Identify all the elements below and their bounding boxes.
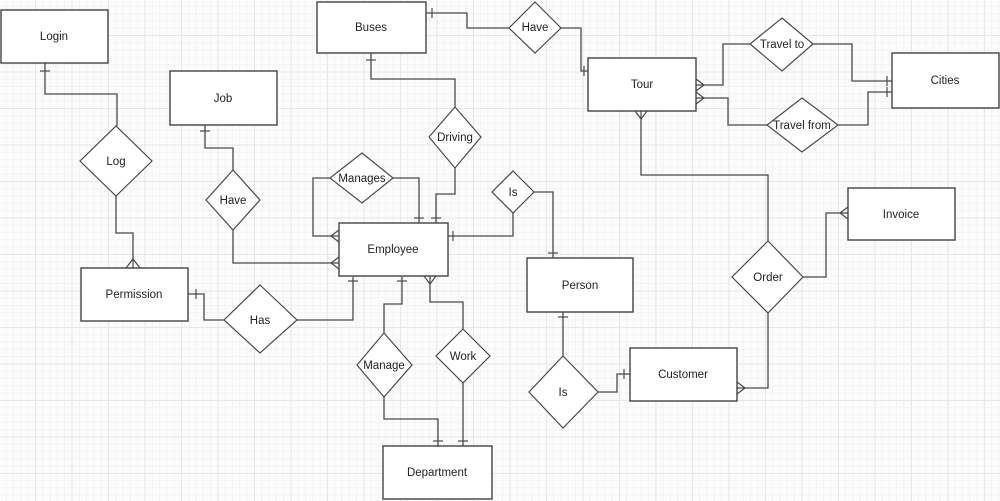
many-marker — [423, 275, 437, 285]
entity-department-label: Department — [407, 467, 468, 479]
relationship-manages[interactable]: Manages — [329, 152, 394, 204]
relationship-log[interactable]: Log — [79, 125, 153, 197]
relationship-manage[interactable]: Manage — [356, 332, 413, 398]
entity-login-label: Login — [40, 31, 68, 43]
relationship-log-label: Log — [106, 156, 125, 168]
relationship-work[interactable]: Work — [435, 328, 491, 384]
edge-travelfrom-cities[interactable] — [838, 91, 892, 126]
many-marker — [695, 78, 705, 92]
relationship-have-tour-label: Have — [522, 22, 549, 34]
many-marker — [634, 110, 648, 120]
edge-employee-work[interactable] — [429, 284, 464, 329]
edge-have-employee[interactable] — [232, 230, 331, 264]
entity-job-label: Job — [214, 93, 233, 105]
many-marker — [695, 91, 705, 105]
edges — [44, 12, 892, 446]
edge-tour-order[interactable] — [640, 119, 769, 241]
entity-cities[interactable]: Cities — [891, 52, 1000, 109]
entity-job[interactable]: Job — [169, 70, 278, 126]
many-marker — [125, 258, 141, 269]
edge-has-employee[interactable] — [297, 277, 354, 321]
relationship-order[interactable]: Order — [731, 240, 804, 314]
cardinality-markers — [40, 8, 888, 442]
edge-buses-driving[interactable] — [370, 53, 456, 107]
entity-person[interactable]: Person — [526, 257, 634, 313]
entity-employee[interactable]: Employee — [338, 222, 449, 277]
edge-permission-has[interactable] — [188, 293, 224, 321]
relationship-has[interactable]: Has — [223, 284, 298, 354]
entity-buses[interactable]: Buses — [316, 1, 427, 54]
entity-tour-label: Tour — [631, 79, 654, 91]
edge-buses-have[interactable] — [426, 12, 509, 29]
relationship-is-person[interactable]: Is — [491, 170, 535, 214]
entity-tour[interactable]: Tour — [587, 57, 697, 112]
entity-buses-label: Buses — [355, 22, 387, 34]
relationship-have-tour[interactable]: Have — [508, 1, 562, 54]
entity-person-label: Person — [562, 280, 598, 292]
edge-have-tour[interactable] — [561, 27, 588, 72]
edge-manages-employee-left[interactable] — [312, 177, 331, 237]
edge-employee-manage[interactable] — [383, 277, 403, 333]
relationship-manages-label: Manages — [338, 173, 386, 185]
edge-driving-employee[interactable] — [435, 168, 456, 223]
entity-customer[interactable]: Customer — [629, 347, 738, 402]
entity-cities-label: Cities — [931, 75, 960, 87]
entity-permission-label: Permission — [106, 289, 163, 301]
edge-travelto-cities[interactable] — [813, 43, 892, 82]
edge-manage-department[interactable] — [383, 397, 439, 446]
entity-invoice[interactable]: Invoice — [847, 187, 956, 241]
edge-tour-travelfrom[interactable] — [704, 97, 767, 126]
relationship-manage-label: Manage — [363, 360, 405, 372]
relationship-order-label: Order — [753, 272, 783, 284]
edge-tour-travelto[interactable] — [704, 43, 750, 86]
relationship-driving-label: Driving — [437, 132, 473, 144]
edge-is-person[interactable] — [534, 191, 554, 258]
relationship-travel-to[interactable]: Travel to — [749, 17, 814, 72]
relationship-travel-from-label: Travel from — [773, 120, 831, 132]
relationship-is-customer[interactable]: Is — [528, 355, 599, 429]
edge-is-customer[interactable] — [598, 373, 630, 393]
many-marker — [330, 229, 340, 243]
relationship-have-job[interactable]: Have — [205, 169, 261, 231]
many-marker — [839, 206, 849, 220]
edge-job-have[interactable] — [204, 125, 234, 170]
many-marker — [330, 256, 340, 270]
entity-customer-label: Customer — [658, 369, 708, 381]
edge-manages-employee-top[interactable] — [393, 177, 420, 223]
relationships: Log Have Driving Have Travel to Travel f… — [79, 1, 839, 429]
relationship-has-label: Has — [250, 315, 271, 327]
edge-order-invoice[interactable] — [803, 212, 840, 278]
entity-employee-label: Employee — [367, 244, 418, 256]
relationship-is-customer-label: Is — [559, 387, 568, 399]
entity-department[interactable]: Department — [382, 445, 493, 500]
edge-order-customer[interactable] — [745, 313, 769, 389]
edge-log-permission[interactable] — [115, 196, 134, 259]
relationship-travel-to-label: Travel to — [760, 39, 804, 51]
entity-permission[interactable]: Permission — [80, 267, 189, 322]
entity-invoice-label: Invoice — [883, 209, 919, 221]
relationship-have-job-label: Have — [220, 195, 247, 207]
edge-login-log[interactable] — [44, 63, 118, 126]
many-marker — [736, 381, 746, 395]
relationship-driving[interactable]: Driving — [428, 106, 482, 169]
relationship-is-person-label: Is — [509, 187, 518, 199]
relationship-travel-from[interactable]: Travel from — [766, 97, 839, 153]
edge-employee-is[interactable] — [448, 213, 514, 237]
relationship-work-label: Work — [450, 351, 477, 363]
entity-login[interactable]: Login — [0, 9, 109, 64]
